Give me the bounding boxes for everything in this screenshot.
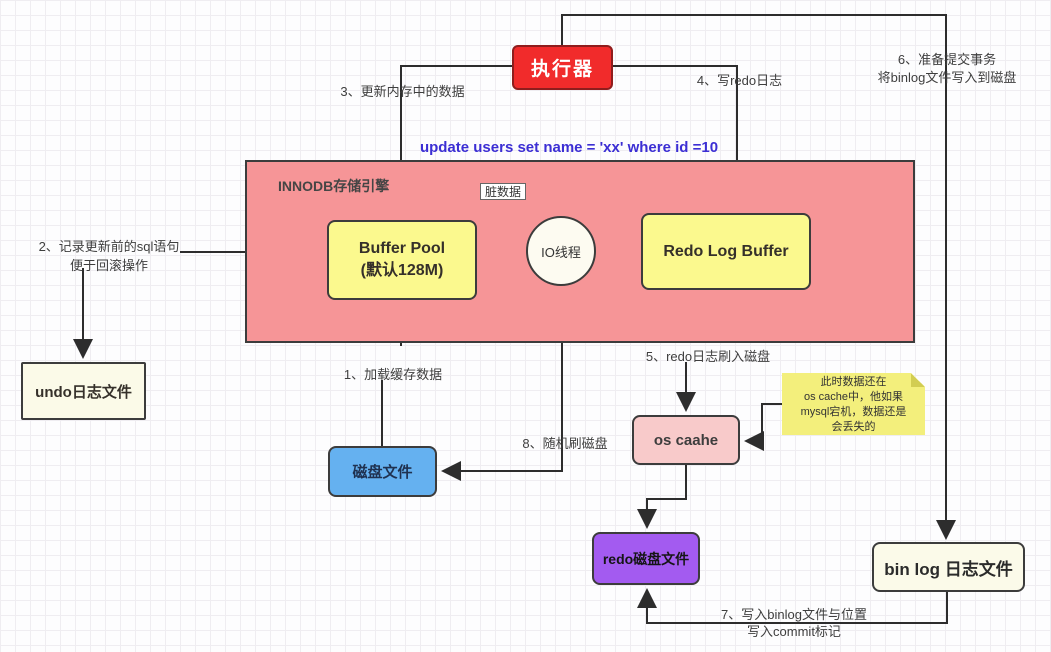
note-line1: 此时数据还在 (820, 376, 887, 388)
note-line2: os cache中，他如果 (803, 391, 904, 403)
note-line4: 会丢失的 (831, 421, 876, 433)
buffer-pool-title: Buffer Pool (358, 240, 446, 257)
step8-label: 8、随机刷磁盘 (522, 436, 608, 451)
redo-disk-file-node: redo磁盘文件 (592, 532, 700, 585)
executor-node: 执行器 (512, 45, 613, 90)
note-line3: mysql宕机，数据还是 (800, 406, 907, 418)
edge-note-to-oscache (744, 403, 782, 451)
undo-log-file-node: undo日志文件 (21, 362, 146, 420)
dirty-data-label: 脏数据 (480, 183, 526, 200)
binlog-file-node: bin log 日志文件 (872, 542, 1025, 592)
step6-line2: 将binlog文件写入到磁盘 (877, 70, 1017, 85)
disk-file-node: 磁盘文件 (328, 446, 437, 497)
step2-label: 2、记录更新前的sql语句 便于回滚操作 (29, 237, 189, 275)
step7-line2: 写入commit标记 (747, 624, 841, 639)
innodb-engine-label: INNODB存储引擎 (278, 178, 390, 194)
os-cache-node: os caahe (632, 415, 740, 465)
step3-label: 3、更新内存中的数据 (340, 84, 465, 99)
step7-label: 7、写入binlog文件与位置 写入commit标记 (694, 606, 894, 640)
step2-line1: 2、记录更新前的sql语句 (38, 239, 180, 254)
io-thread-node: IO线程 (526, 216, 596, 286)
sql-statement-text: update users set name = 'xx' where id =1… (419, 139, 719, 156)
redo-log-buffer-node: Redo Log Buffer (641, 213, 811, 290)
step1-label: 1、加载缓存数据 (343, 367, 443, 382)
step5-label: 5、redo日志刷入磁盘 (645, 349, 771, 364)
step2-line2: 便于回滚操作 (69, 258, 148, 273)
step6-label: 6、准备提交事务 将binlog文件写入到磁盘 (847, 51, 1047, 87)
sticky-note: 此时数据还在 os cache中，他如果 mysql宕机，数据还是 会丢失的 (782, 373, 925, 435)
step4-label: 4、写redo日志 (696, 73, 783, 88)
step7-line1: 7、写入binlog文件与位置 (721, 607, 867, 622)
buffer-pool-node: Buffer Pool (默认128M) (327, 220, 477, 300)
edge-oscache-to-redodisk (637, 465, 687, 529)
buffer-pool-size: (默认128M) (360, 262, 444, 279)
step6-line1: 6、准备提交事务 (897, 52, 997, 67)
